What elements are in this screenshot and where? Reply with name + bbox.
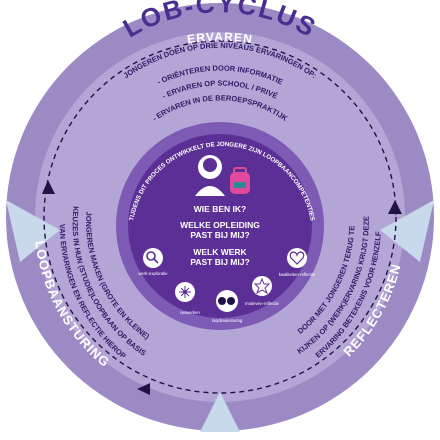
arrow-right	[388, 200, 402, 214]
question-education-line-2: PAST BIJ MIJ?	[190, 230, 249, 240]
competency-motieven-reflectie: motieven-reflectie	[245, 276, 280, 306]
cycle-dashed-ring	[43, 40, 397, 394]
question-who-am-i: WIE BEN IK?	[194, 204, 246, 214]
competency-loopbaansturing: loopbaansturing	[212, 290, 243, 323]
svg-text:loopbaansturing: loopbaansturing	[212, 318, 243, 323]
heart-icon	[289, 251, 305, 265]
arrow-bottom	[137, 383, 150, 395]
steering-icon	[218, 297, 226, 305]
divider-bottom	[200, 392, 240, 432]
divider-left	[6, 200, 60, 262]
question-education-line-1: WELKE OPLEIDING	[180, 220, 260, 230]
svg-text:motieven-reflectie: motieven-reflectie	[245, 301, 280, 306]
star-icon	[253, 277, 271, 295]
svg-text:netwerken: netwerken	[180, 310, 200, 315]
competency-werk-exploratie: werk-exploratie	[138, 248, 168, 276]
svg-text:kwaliteiten-reflectie: kwaliteiten-reflectie	[279, 272, 316, 277]
center-inner-disc	[128, 134, 312, 318]
question-work-line-2: PAST BIJ MIJ?	[190, 257, 249, 267]
divider-right	[380, 200, 434, 262]
question-work-line-1: WELK WERK	[193, 247, 247, 257]
segment-title-ervaren: ERVAREN	[186, 30, 254, 47]
competency-netwerken: netwerken	[175, 282, 201, 315]
student-illustration-icon	[195, 155, 250, 196]
magnifier-icon	[146, 251, 156, 261]
arrow-left	[42, 180, 55, 194]
svg-text:werk-exploratie: werk-exploratie	[138, 271, 168, 276]
competency-kwaliteiten-reflectie: kwaliteiten-reflectie	[279, 248, 316, 277]
